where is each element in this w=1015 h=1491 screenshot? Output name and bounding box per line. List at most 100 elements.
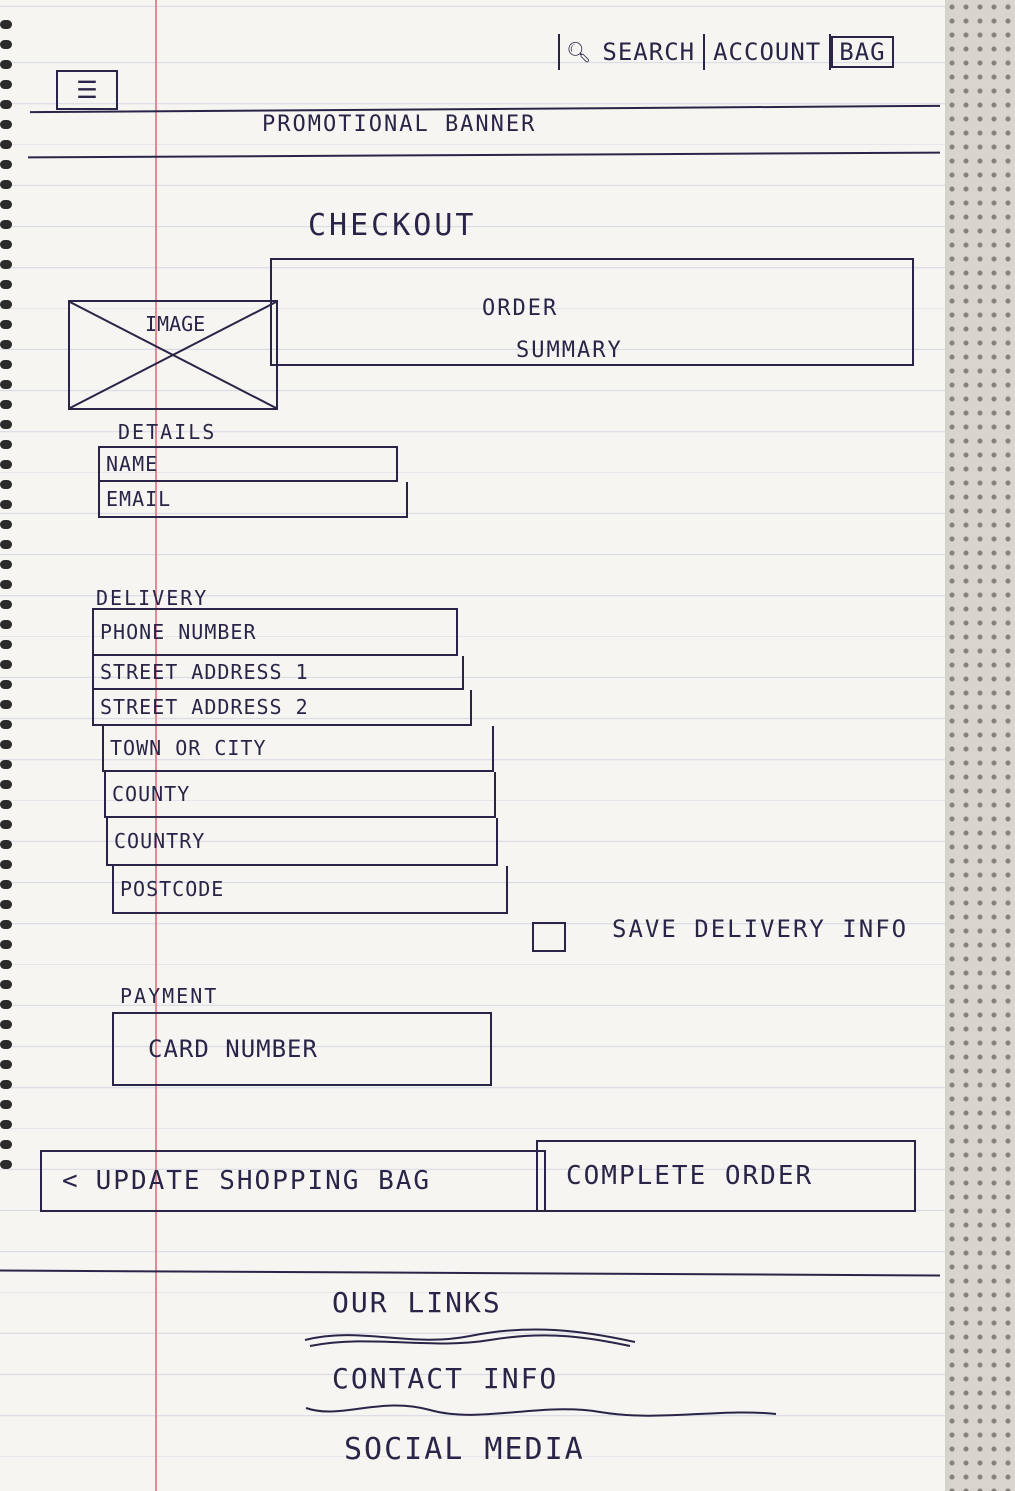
spiral-hole <box>0 420 12 429</box>
spiral-hole <box>0 820 12 829</box>
spiral-hole <box>0 720 12 729</box>
payment-heading: PAYMENT <box>120 984 219 1008</box>
order-summary-label-1: ORDER <box>482 296 559 321</box>
spiral-hole <box>0 200 12 209</box>
spiral-hole <box>0 80 12 89</box>
save-delivery-checkbox[interactable] <box>532 922 566 952</box>
town-or-city-input[interactable]: TOWN OR CITY <box>102 726 494 772</box>
spiral-hole <box>0 20 12 29</box>
spiral-hole <box>0 220 12 229</box>
spiral-hole <box>0 1000 12 1009</box>
spiral-hole <box>0 1160 12 1169</box>
page-title: CHECKOUT <box>308 208 477 243</box>
bag-link[interactable]: BAG <box>831 36 894 68</box>
email-input[interactable]: EMAIL <box>98 482 408 518</box>
search-icon[interactable]: 🔍︎ <box>566 40 593 64</box>
country-input[interactable]: COUNTRY <box>106 818 498 866</box>
phone-number-input[interactable]: PHONE NUMBER <box>92 608 458 656</box>
street-address-1-input[interactable]: STREET ADDRESS 1 <box>92 656 464 690</box>
spiral-hole <box>0 440 12 449</box>
spiral-hole <box>0 480 12 489</box>
save-delivery-label: SAVE DELIVERY INFO <box>612 915 909 943</box>
footer-link-our-links[interactable]: OUR LINKS <box>332 1286 502 1319</box>
spiral-hole <box>0 840 12 849</box>
nav-divider <box>558 34 560 70</box>
spiral-hole <box>0 780 12 789</box>
search-link[interactable]: SEARCH <box>602 38 696 66</box>
name-input[interactable]: NAME <box>98 446 398 482</box>
spiral-hole <box>0 940 12 949</box>
top-nav: 🔍︎ SEARCH ACCOUNT BAG <box>552 34 894 70</box>
spiral-hole <box>0 1120 12 1129</box>
complete-order-button[interactable]: COMPLETE ORDER <box>536 1140 916 1212</box>
details-fields: NAME EMAIL <box>98 446 408 518</box>
hamburger-menu-icon: ☰ <box>76 76 98 104</box>
spiral-hole <box>0 760 12 769</box>
spiral-hole <box>0 1020 12 1029</box>
spiral-hole <box>0 460 12 469</box>
notebook-page <box>0 0 945 1491</box>
spiral-hole <box>0 360 12 369</box>
spiral-hole <box>0 100 12 109</box>
margin-line <box>155 0 157 1491</box>
table-background <box>945 0 1015 1491</box>
nav-divider <box>703 34 706 70</box>
spiral-hole <box>0 1040 12 1049</box>
promo-banner[interactable]: PROMOTIONAL BANNER <box>262 112 537 137</box>
spiral-hole <box>0 1060 12 1069</box>
spiral-hole <box>0 60 12 69</box>
account-link[interactable]: ACCOUNT <box>713 38 822 66</box>
image-label: IMAGE <box>145 312 206 336</box>
spiral-hole <box>0 620 12 629</box>
spiral-hole <box>0 240 12 249</box>
spiral-hole <box>0 300 12 309</box>
spiral-hole <box>0 1100 12 1109</box>
footer-squiggle-divider <box>305 1404 777 1417</box>
delivery-fields: PHONE NUMBER STREET ADDRESS 1 STREET ADD… <box>92 608 508 914</box>
spiral-hole <box>0 800 12 809</box>
spiral-hole <box>0 120 12 129</box>
spiral-hole <box>0 920 12 929</box>
footer-squiggle-divider <box>304 1328 636 1347</box>
spiral-hole <box>0 880 12 889</box>
spiral-hole <box>0 660 12 669</box>
menu-button[interactable]: ☰ <box>56 70 118 110</box>
complete-order-label: COMPLETE ORDER <box>566 1161 814 1191</box>
nav-divider <box>829 34 832 70</box>
spiral-hole <box>0 40 12 49</box>
spiral-hole <box>0 700 12 709</box>
spiral-hole <box>0 400 12 409</box>
delivery-heading: DELIVERY <box>96 586 209 610</box>
spiral-hole <box>0 520 12 529</box>
card-number-input[interactable]: CARD NUMBER <box>112 1012 492 1086</box>
chevron-left-icon: < <box>62 1166 80 1196</box>
postcode-input[interactable]: POSTCODE <box>112 866 508 914</box>
spiral-binding <box>0 20 14 1170</box>
spiral-hole <box>0 320 12 329</box>
spiral-hole <box>0 740 12 749</box>
spiral-hole <box>0 180 12 189</box>
footer-link-social-media[interactable]: SOCIAL MEDIA <box>344 1432 585 1467</box>
spiral-hole <box>0 560 12 569</box>
spiral-hole <box>0 160 12 169</box>
update-shopping-bag-button[interactable]: < UPDATE SHOPPING BAG <box>40 1150 546 1212</box>
details-heading: DETAILS <box>118 420 217 444</box>
spiral-hole <box>0 140 12 149</box>
street-address-2-input[interactable]: STREET ADDRESS 2 <box>92 690 472 726</box>
county-input[interactable]: COUNTY <box>104 772 496 818</box>
update-shopping-bag-label: UPDATE SHOPPING BAG <box>95 1166 432 1196</box>
spiral-hole <box>0 600 12 609</box>
spiral-hole <box>0 860 12 869</box>
spiral-hole <box>0 680 12 689</box>
order-summary-box <box>270 258 914 366</box>
spiral-hole <box>0 1140 12 1149</box>
spiral-hole <box>0 900 12 909</box>
spiral-hole <box>0 380 12 389</box>
image-placeholder-icon <box>70 302 276 408</box>
spiral-hole <box>0 540 12 549</box>
order-summary-label-2: SUMMARY <box>516 338 623 363</box>
spiral-hole <box>0 960 12 969</box>
spiral-hole <box>0 340 12 349</box>
footer-link-contact-info[interactable]: CONTACT INFO <box>332 1362 559 1395</box>
spiral-hole <box>0 640 12 649</box>
